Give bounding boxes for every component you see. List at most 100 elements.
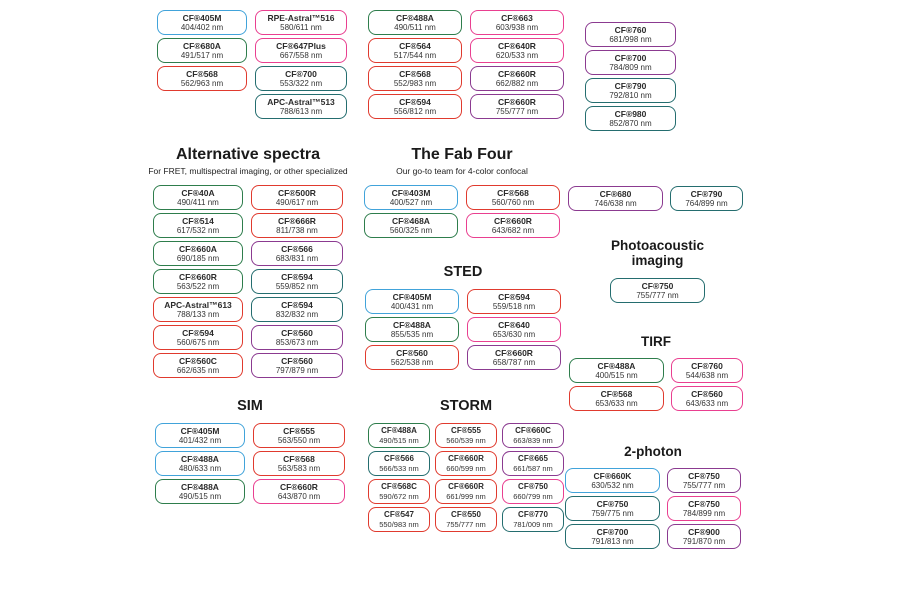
- dye-name: CF®488A: [396, 13, 434, 23]
- dye-name: CF®750: [518, 482, 548, 492]
- dye-name: CF®555: [283, 426, 315, 437]
- dye-name: CF®568: [283, 454, 315, 465]
- dye-wavelengths: 791/813 nm: [591, 537, 634, 547]
- dye-name: CF®790: [614, 81, 647, 91]
- dye-wavelengths: 400/515 nm: [595, 371, 638, 381]
- dye-name: CF®750: [641, 281, 674, 292]
- section-title-2-photon: 2-photon: [624, 444, 682, 459]
- dye-wavelengths: 560/539 nm: [446, 436, 486, 446]
- dye-name: CF®770: [518, 510, 548, 520]
- section-subtitle-alternative-spectra: For FRET, multispectral imaging, or othe…: [148, 165, 348, 176]
- dye-name: CF®568: [497, 187, 529, 198]
- dye-wavelengths: 681/998 nm: [609, 35, 652, 44]
- dye-name: CF®405M: [182, 13, 222, 23]
- dye-wavelengths: 560/675 nm: [176, 337, 220, 347]
- dye-wavelengths: 643/870 nm: [277, 492, 321, 502]
- dye-wavelengths: 852/870 nm: [609, 119, 652, 128]
- dye-name: CF®660A: [179, 243, 217, 254]
- dye-name: CF®660R: [495, 348, 533, 359]
- section-title-alternative-spectra: Alternative spectra: [175, 146, 321, 163]
- section-title-storm: STORM: [439, 398, 493, 414]
- dye-wavelengths: 781/009 nm: [513, 520, 553, 530]
- dye-wavelengths: 811/738 nm: [276, 225, 318, 235]
- dye-name: CF®488A: [381, 426, 417, 436]
- dye-wavelengths: 658/787 nm: [492, 358, 536, 368]
- dye-name: CF®663: [501, 13, 533, 23]
- dye-name: CF®660R: [179, 271, 217, 282]
- dye-wavelengths: 563/550 nm: [277, 436, 321, 446]
- dye-wavelengths: 797/879 nm: [275, 365, 319, 375]
- dye-wavelengths: 662/882 nm: [495, 79, 539, 88]
- dye-name: CF®560: [281, 327, 313, 338]
- dye-wavelengths: 544/638 nm: [685, 371, 729, 381]
- dye-name: CF®900: [688, 527, 720, 538]
- dye-wavelengths: 764/899 nm: [685, 199, 728, 208]
- dye-wavelengths: 603/938 nm: [495, 23, 539, 32]
- dye-name: CF®750: [688, 499, 720, 510]
- dye-wavelengths: 580/611 nm: [280, 23, 322, 32]
- dye-name: CF®403M: [391, 187, 431, 198]
- dye-name: CF®566: [281, 243, 313, 254]
- dye-name: CF®760: [691, 361, 723, 372]
- dye-wavelengths: 643/633 nm: [685, 399, 729, 409]
- dye-wavelengths: 791/870 nm: [682, 537, 726, 547]
- dye-name: CF®980: [614, 109, 647, 119]
- dye-name: CF®660K: [593, 471, 632, 482]
- dye-name: CF®514: [182, 215, 214, 226]
- dye-name: CF®488A: [181, 482, 219, 493]
- dye-wavelengths: 855/535 nm: [390, 330, 434, 340]
- dye-name: CF®660R: [280, 482, 318, 493]
- dye-wavelengths: 784/899 nm: [682, 509, 726, 519]
- dye-name: CF®700: [614, 53, 647, 63]
- dye-wavelengths: 566/533 nm: [379, 464, 419, 474]
- dye-wavelengths: 832/832 nm: [275, 309, 319, 319]
- dye-name: CF®560: [691, 389, 723, 400]
- dye-name: CF®488A: [597, 361, 636, 372]
- dye-name: CF®566: [384, 454, 414, 464]
